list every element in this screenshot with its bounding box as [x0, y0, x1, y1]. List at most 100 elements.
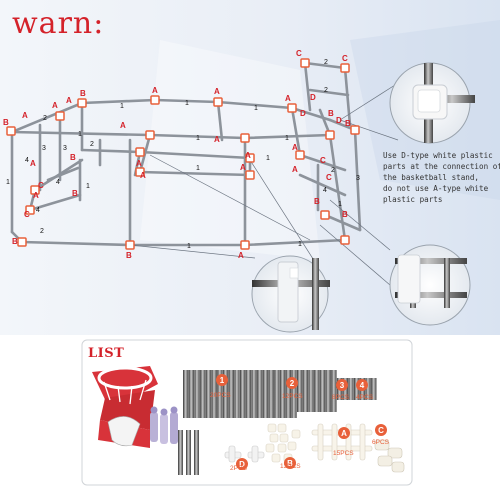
- tube-label: 1: [120, 103, 124, 110]
- connector-label: A: [66, 96, 72, 105]
- connector-label: B: [345, 119, 351, 128]
- tube: [274, 370, 280, 418]
- tube: [371, 378, 377, 400]
- tube: [279, 370, 286, 418]
- basketball-net: [92, 366, 158, 448]
- connector-label: A: [292, 165, 298, 174]
- tube-label: 1: [196, 135, 200, 142]
- tube: [291, 370, 297, 418]
- warning-title: warn:: [12, 6, 105, 41]
- part-id: B: [287, 459, 293, 468]
- tube-label: 1: [285, 135, 289, 142]
- note-line: parts at the connection of: [383, 162, 500, 171]
- tube: [262, 370, 269, 418]
- part-id: 3: [340, 381, 345, 390]
- part-badge-c: [375, 424, 387, 436]
- connector-label: A: [152, 86, 158, 95]
- part-count: 13PCS: [280, 463, 301, 470]
- tube-label: 4: [25, 157, 29, 164]
- part-id: D: [239, 460, 245, 469]
- tube: [314, 370, 320, 412]
- connector-label: D: [310, 93, 316, 102]
- tube-label: 1: [187, 243, 191, 250]
- connector-label: C: [296, 49, 302, 58]
- tube-label: 2: [324, 59, 328, 66]
- connector-label: C: [38, 181, 44, 190]
- tube: [365, 378, 371, 400]
- connector-label: B: [12, 237, 18, 246]
- tube: [200, 370, 206, 418]
- tube: [228, 370, 234, 418]
- tube: [188, 370, 195, 418]
- parts-list-title: LIST: [88, 346, 125, 361]
- part-badge-1: [216, 374, 228, 386]
- tube: [211, 370, 217, 418]
- connection-note: Use D-type white plastic parts at the co…: [383, 150, 500, 205]
- tube: [285, 370, 291, 418]
- tube: [319, 370, 326, 412]
- detail-magnifier-top: [389, 62, 475, 144]
- connector-label: B: [328, 109, 334, 118]
- part-count: 15PCS: [333, 450, 354, 457]
- note-line: the basketball stand,: [383, 173, 480, 182]
- connector-label: B: [3, 118, 9, 127]
- note-line: do not use A-type white: [383, 184, 489, 193]
- connector-label: A: [22, 111, 28, 120]
- tube: [325, 370, 331, 412]
- tube-label: 2: [324, 87, 328, 94]
- tube-label: 1: [6, 179, 10, 186]
- tube: [308, 370, 314, 412]
- connector-label: C: [24, 210, 30, 219]
- tube: [268, 370, 274, 418]
- note-line: Use D-type white plastic: [383, 151, 493, 160]
- tube: [205, 370, 212, 418]
- connector-label: D: [336, 116, 342, 125]
- note-line: plastic parts: [383, 195, 443, 204]
- connector-label: A: [140, 171, 146, 180]
- part-id: 1: [220, 376, 225, 385]
- tube-label: 2: [90, 141, 94, 148]
- tube-bundle: [183, 370, 377, 418]
- part-id: 4: [360, 381, 365, 390]
- tube-label: 1: [254, 105, 258, 112]
- tube-label: 1: [338, 201, 342, 208]
- detail-magnifier-bottom: [251, 255, 330, 333]
- tube-label: 1: [78, 131, 82, 138]
- tube: [217, 370, 223, 418]
- tube: [297, 370, 303, 412]
- connector-label: C: [320, 156, 326, 165]
- connector-label: B: [70, 153, 76, 162]
- connector-label: A: [238, 251, 244, 260]
- connector-label: C: [326, 173, 332, 182]
- tube-label: 4: [323, 187, 327, 194]
- tube: [222, 370, 229, 418]
- part-badge-3: [336, 379, 348, 391]
- connector-label: A: [240, 163, 246, 172]
- tube: [257, 370, 263, 418]
- connector-label: A: [292, 143, 298, 152]
- part-badge-2: [286, 377, 298, 389]
- part-count: 8PCS: [332, 394, 350, 401]
- part-id: 2: [290, 379, 295, 388]
- connectors-d: [224, 445, 265, 463]
- frame-tubes: [10, 61, 362, 247]
- connector-label: A: [136, 159, 142, 168]
- tube: [354, 378, 360, 400]
- part-badge-a: [338, 427, 350, 439]
- connector-label: A: [245, 151, 251, 160]
- part-badge-b: [284, 457, 296, 469]
- tube-label: 2: [43, 115, 47, 122]
- connectors-c: [374, 439, 405, 473]
- tube: [251, 370, 257, 418]
- tube-label: 3: [42, 145, 46, 152]
- straps: [150, 406, 178, 444]
- part-badges: 120PCS212PCS38PCS44PCSA15PCSB13PCSC6PCSD…: [210, 374, 390, 472]
- tube: [183, 370, 189, 418]
- connector-label: A: [120, 121, 126, 130]
- connector-label: A: [52, 101, 58, 110]
- connector-label: A: [30, 159, 36, 168]
- connector-label: D: [300, 109, 306, 118]
- connector-label: B: [342, 210, 348, 219]
- connector-label: A: [214, 87, 220, 96]
